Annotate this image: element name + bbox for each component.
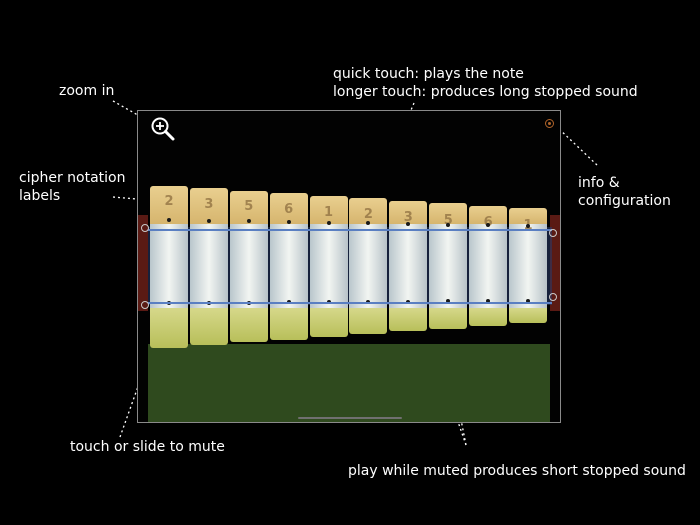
annotation-cipher-line1: cipher notation [19,170,126,186]
bar-peg [486,223,491,228]
bar-peg [446,299,451,304]
frame-post-right [550,215,560,311]
xylophone-bar[interactable]: 2 [349,198,388,335]
cipher-notation-label: 6 [469,215,507,230]
annotation-zoom-in: zoom in [59,83,115,99]
bar-peg [486,299,491,304]
cipher-notation-label: 3 [403,209,413,225]
device-screen: 2356123561 [137,110,561,423]
bar-peg [526,299,530,303]
annotation-play-muted: play while muted produces short stopped … [348,463,686,479]
bar-peg [366,221,371,226]
annotation-info-line2: configuration [578,193,671,209]
cipher-notation-label: 3 [204,196,214,212]
bar-peg [406,299,411,304]
zoom-in-button[interactable] [150,116,176,142]
bar-peg [246,219,251,224]
cipher-notation-label: 6 [284,201,294,217]
bar-peg [526,224,530,228]
rail-ring-bottom-right [549,293,557,301]
annotation-touch-slide: touch or slide to mute [70,439,225,455]
home-indicator [298,417,402,419]
rail-top [148,229,552,231]
cipher-notation-label: 2 [363,207,373,223]
rail-ring-top-left [141,224,149,232]
annotation-longer-touch: longer touch: produces long stopped soun… [333,84,638,100]
rail-ring-bottom-left [141,301,149,309]
leader-info [555,125,598,166]
frame-post-left [138,215,148,311]
xylophone-bar[interactable]: 5 [229,190,268,343]
xylophone-bar[interactable]: 6 [269,193,308,340]
xylophone-bar[interactable]: 1 [509,208,547,323]
annotation-quick-touch: quick touch: plays the note [333,66,524,82]
bar-peg [366,299,371,304]
info-button[interactable] [545,119,554,128]
xylophone-bar[interactable]: 3 [189,188,228,346]
zoom-in-magnifier-icon [151,117,175,141]
xylophone-bar[interactable]: 5 [429,203,468,329]
annotation-info-line1: info & [578,175,620,191]
cipher-notation-label: 5 [443,212,453,228]
rail-ring-top-right [549,229,557,237]
bar-peg [326,220,331,225]
bar-peg [446,222,451,227]
bar-peg [286,219,291,224]
rail-bottom [148,302,552,304]
cipher-notation-label: 2 [164,194,174,209]
xylophone-bar[interactable]: 2 [150,186,188,348]
annotation-cipher-line2: labels [19,188,61,204]
bar-peg [167,218,171,222]
cipher-notation-label: 5 [244,199,254,215]
xylophone-bar[interactable]: 3 [389,200,428,332]
xylophone-bar[interactable]: 1 [309,195,348,337]
cipher-notation-label: 1 [324,204,334,220]
bar-peg [406,221,411,226]
mute-zone[interactable] [148,344,550,422]
xylophone-bar[interactable]: 6 [469,205,508,326]
bar-peg [206,218,211,223]
